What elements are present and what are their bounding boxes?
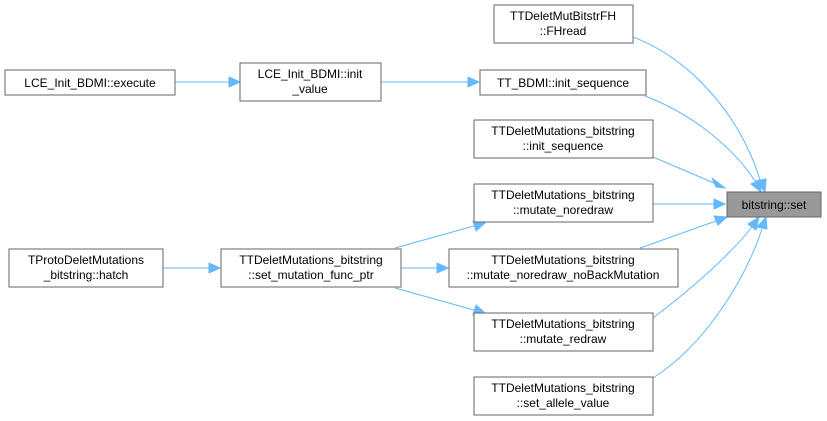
node-label: _value xyxy=(291,82,328,96)
node-label: TTDeletMutations_bitstring xyxy=(491,381,634,395)
arrowhead-icon xyxy=(713,198,727,210)
node-label: ::mutate_redraw xyxy=(520,332,607,346)
arrowhead-icon xyxy=(750,179,762,194)
node-label: TTDeletMutations_bitstring xyxy=(491,124,634,138)
node-mutate-noredraw-nobackmutation[interactable]: TTDeletMutations_bitstring ::mutate_nore… xyxy=(448,248,679,288)
node-mutate-noredraw[interactable]: TTDeletMutations_bitstring ::mutate_nore… xyxy=(473,183,654,223)
node-label: TTDeletMutations_bitstring xyxy=(491,188,634,202)
node-set-allele-value[interactable]: TTDeletMutations_bitstring ::set_allele_… xyxy=(473,376,654,416)
node-label: TT_BDMI::init_sequence xyxy=(497,76,629,90)
node-label: ::set_mutation_func_ptr xyxy=(248,268,373,282)
node-label: TTDeletMutations_bitstring xyxy=(491,317,634,331)
node-label: ::mutate_noredraw xyxy=(513,203,613,217)
node-label: ::set_allele_value xyxy=(517,396,610,410)
node-label: LCE_Init_BDMI::execute xyxy=(24,76,156,90)
edge-set-mutation-to-mutate-noredraw xyxy=(394,225,475,249)
node-tt-bdmi-init-sequence[interactable]: TT_BDMI::init_sequence xyxy=(479,69,647,96)
node-label: LCE_Init_BDMI::init xyxy=(258,67,363,81)
edge-mutate-redraw-to-set xyxy=(652,226,753,319)
arrowhead-icon xyxy=(756,215,768,230)
node-lce-init-value[interactable]: LCE_Init_BDMI::init _value xyxy=(239,62,382,102)
edge-init-sequence-to-set xyxy=(652,156,715,184)
node-label: ::FHread xyxy=(540,24,587,38)
node-lce-execute[interactable]: LCE_Init_BDMI::execute xyxy=(4,69,176,96)
arrowhead-icon xyxy=(467,76,481,88)
arrowhead-icon xyxy=(713,215,729,226)
arrowhead-icon xyxy=(747,215,760,231)
node-bitstring-set[interactable]: bitstring::set xyxy=(726,191,822,218)
arrowhead-icon xyxy=(228,76,242,88)
node-label: _bitstring::hatch xyxy=(43,268,129,282)
node-label: ::init_sequence xyxy=(523,139,604,153)
node-label: TTDeletMutations_bitstring xyxy=(239,253,382,267)
arrowhead-icon xyxy=(436,262,450,274)
node-init-sequence[interactable]: TTDeletMutations_bitstring ::init_sequen… xyxy=(473,119,654,159)
edges xyxy=(163,36,768,379)
arrowhead-icon xyxy=(711,177,727,189)
edge-set-mutation-to-mutate-redraw xyxy=(394,287,475,311)
edge-tt-bdmi-to-set xyxy=(644,95,756,182)
node-hatch[interactable]: TProtoDeletMutations _bitstring::hatch xyxy=(8,248,164,288)
node-label: TProtoDeletMutations xyxy=(28,253,144,267)
nodes: bitstring::set TTDeletMutBitstrFH ::FHre… xyxy=(4,4,822,416)
node-label: TTDeletMutations_bitstring xyxy=(491,253,634,267)
edge-noback-to-set xyxy=(639,220,717,249)
node-fhread[interactable]: TTDeletMutBitstrFH ::FHread xyxy=(493,4,634,44)
node-mutate-redraw[interactable]: TTDeletMutations_bitstring ::mutate_redr… xyxy=(473,312,654,352)
node-set-mutation-func-ptr[interactable]: TTDeletMutations_bitstring ::set_mutatio… xyxy=(220,248,402,288)
edge-fhread-to-set xyxy=(632,36,761,181)
node-label: TTDeletMutBitstrFH xyxy=(510,9,616,23)
node-label: ::mutate_noredraw_noBackMutation xyxy=(467,268,660,282)
edge-set-allele-to-set xyxy=(652,228,763,379)
arrowhead-icon xyxy=(208,262,222,274)
node-label: bitstring::set xyxy=(742,198,807,212)
